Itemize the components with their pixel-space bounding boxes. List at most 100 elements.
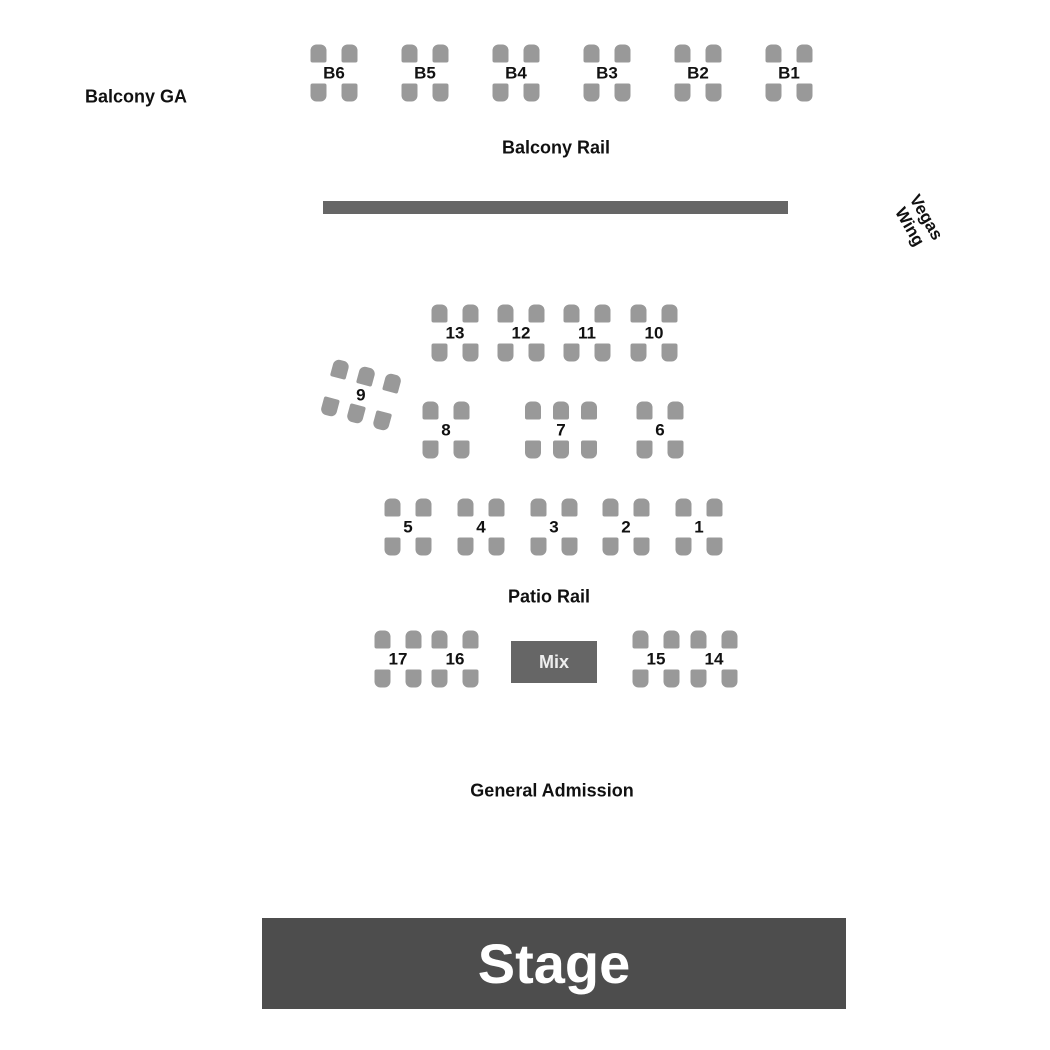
table-b5[interactable]: B5 <box>401 44 449 102</box>
table-number: 3 <box>549 517 559 536</box>
seat <box>561 498 578 517</box>
table-number: B5 <box>414 63 436 82</box>
table-number: 11 <box>578 323 596 342</box>
table-number: B4 <box>505 63 527 82</box>
seat <box>636 401 653 420</box>
seat <box>374 630 391 649</box>
seat <box>453 440 470 459</box>
table-number: 13 <box>445 323 465 342</box>
seat <box>422 401 439 420</box>
seat <box>431 630 448 649</box>
seat <box>462 669 479 688</box>
seat <box>583 83 600 102</box>
seat <box>431 669 448 688</box>
seat <box>422 440 439 459</box>
seat <box>415 498 432 517</box>
table-number: 5 <box>403 517 413 536</box>
seat <box>663 630 680 649</box>
seat <box>690 630 707 649</box>
table-b6[interactable]: B6 <box>310 44 358 102</box>
seat <box>675 498 692 517</box>
table-number: 9 <box>356 385 366 404</box>
seat <box>706 498 723 517</box>
seat <box>457 537 474 556</box>
seat <box>674 83 691 102</box>
seat <box>614 44 631 63</box>
seat <box>462 630 479 649</box>
seat <box>415 537 432 556</box>
table-number: B6 <box>323 63 345 82</box>
seat <box>345 403 367 425</box>
table-2[interactable]: 2 <box>602 498 650 556</box>
seat <box>602 537 619 556</box>
seat <box>497 304 514 323</box>
seat <box>462 304 479 323</box>
table-b1[interactable]: B1 <box>765 44 813 102</box>
table-4[interactable]: 4 <box>457 498 505 556</box>
table-number: 4 <box>476 517 486 536</box>
seat <box>633 537 650 556</box>
table-number: 10 <box>644 323 664 342</box>
seat <box>384 537 401 556</box>
seat <box>453 401 470 420</box>
seat <box>525 401 541 420</box>
seat <box>667 401 684 420</box>
seat <box>674 44 691 63</box>
table-b4[interactable]: B4 <box>492 44 540 102</box>
table-6[interactable]: 6 <box>636 401 684 459</box>
table-13[interactable]: 13 <box>431 304 479 362</box>
table-number: 1 <box>694 517 704 536</box>
seat <box>432 83 449 102</box>
table-3[interactable]: 3 <box>530 498 578 556</box>
table-10[interactable]: 10 <box>630 304 678 362</box>
seat <box>405 630 422 649</box>
seat <box>528 304 545 323</box>
seat <box>581 401 597 420</box>
table-12[interactable]: 12 <box>497 304 545 362</box>
table-number: 8 <box>441 420 451 439</box>
seat <box>310 44 327 63</box>
table-number: 15 <box>646 649 666 668</box>
seat <box>630 343 647 362</box>
table-b2[interactable]: B2 <box>674 44 722 102</box>
general-admission-label: General Admission <box>470 780 634 801</box>
seat <box>405 669 422 688</box>
seat <box>492 83 509 102</box>
table-number: B3 <box>596 63 618 82</box>
seat <box>374 669 391 688</box>
seat <box>602 498 619 517</box>
seat <box>488 498 505 517</box>
table-9[interactable]: 9 <box>319 358 403 432</box>
table-number: 7 <box>556 420 566 439</box>
table-number: 14 <box>704 649 724 668</box>
seat <box>530 537 547 556</box>
seat <box>563 343 580 362</box>
seat <box>457 498 474 517</box>
table-16[interactable]: 16 <box>431 630 479 688</box>
table-1[interactable]: 1 <box>675 498 723 556</box>
seat <box>661 304 678 323</box>
seat <box>384 498 401 517</box>
table-14[interactable]: 14 <box>690 630 738 688</box>
seat <box>462 343 479 362</box>
seat <box>633 498 650 517</box>
seat <box>705 44 722 63</box>
seat <box>431 343 448 362</box>
table-8[interactable]: 8 <box>422 401 470 459</box>
patio-rail-label: Patio Rail <box>507 586 591 607</box>
seat <box>525 440 541 459</box>
table-11[interactable]: 11 <box>563 304 611 362</box>
seat <box>663 669 680 688</box>
table-7[interactable]: 7 <box>525 401 597 459</box>
table-15[interactable]: 15 <box>632 630 680 688</box>
seat <box>632 669 649 688</box>
seat <box>530 498 547 517</box>
seat <box>721 669 738 688</box>
seat <box>630 304 647 323</box>
table-b3[interactable]: B3 <box>583 44 631 102</box>
table-17[interactable]: 17 <box>374 630 422 688</box>
seat <box>492 44 509 63</box>
seat <box>661 343 678 362</box>
seat <box>632 630 649 649</box>
table-5[interactable]: 5 <box>384 498 432 556</box>
